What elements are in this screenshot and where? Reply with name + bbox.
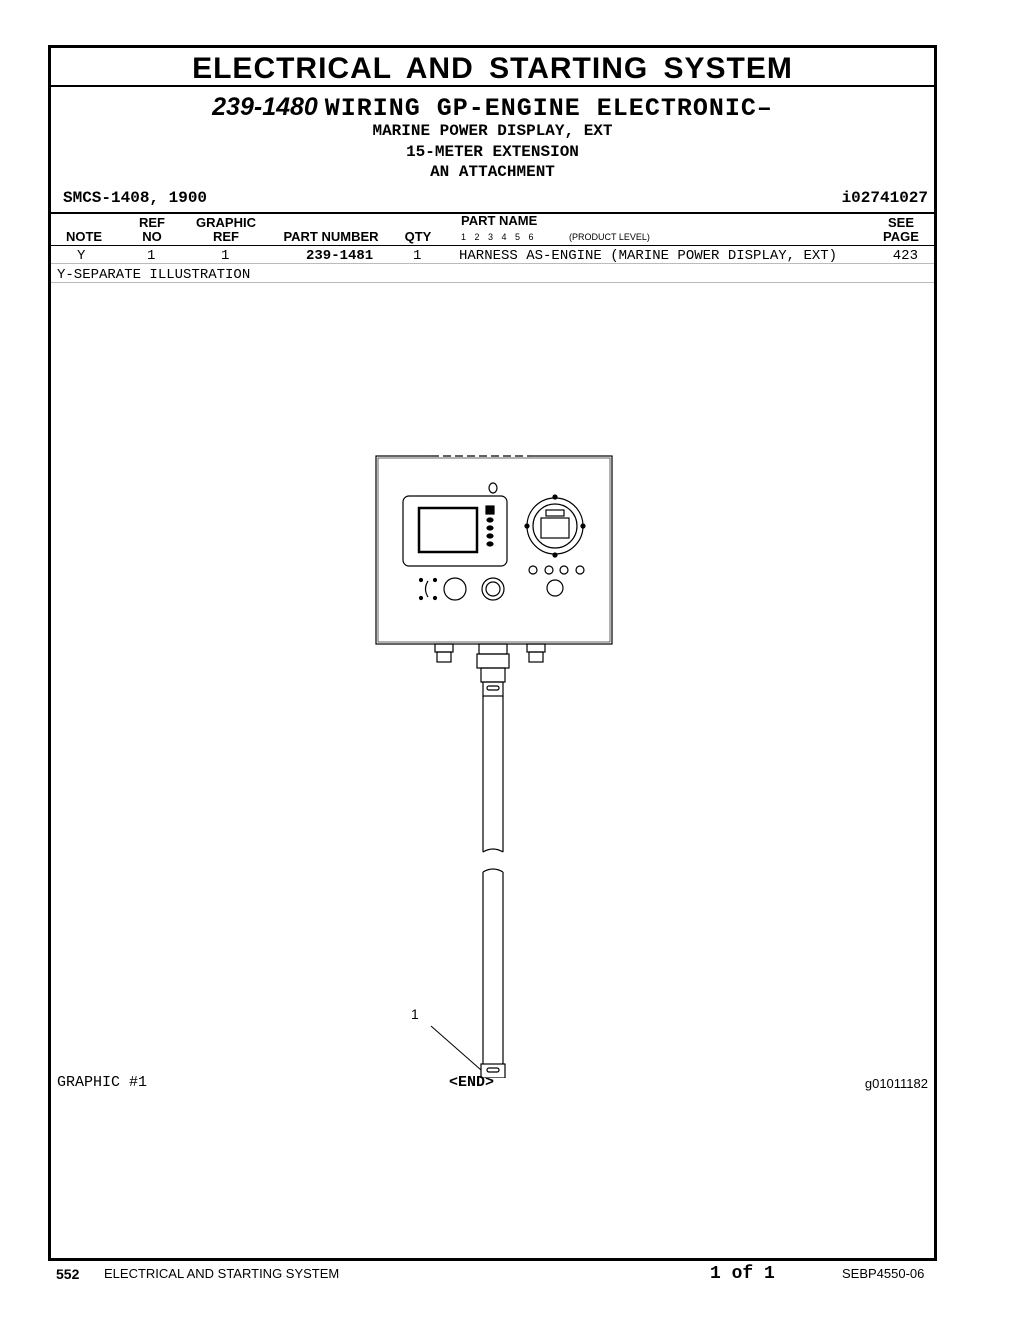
illustration-id: i02741027 — [841, 189, 928, 207]
col-header-qty: QTY — [404, 229, 432, 244]
table-note: Y-SEPARATE ILLUSTRATION — [57, 267, 251, 283]
section-title: ELECTRICAL AND STARTING SYSTEM — [51, 48, 934, 87]
footer-page-number: 552 — [56, 1266, 80, 1282]
row-note: Y — [77, 248, 86, 264]
product-level-label: (PRODUCT LEVEL) — [569, 232, 650, 242]
col-header-see-page-2: PAGE — [883, 229, 919, 244]
end-marker: <END> — [449, 1074, 495, 1091]
row-ref-no: 1 — [147, 248, 156, 264]
graphic-label: GRAPHIC #1 — [57, 1074, 148, 1091]
col-header-see-page-1: SEE — [887, 215, 914, 230]
marine-power-display-illustration — [375, 455, 613, 1078]
smcs-code: SMCS-1408, 1900 — [63, 189, 208, 207]
product-level-numbers: 1 2 3 4 5 6 — [461, 232, 534, 242]
group-subtitle-3: AN ATTACHMENT — [430, 163, 555, 181]
col-header-ref-no-2: NO — [142, 229, 162, 244]
group-title: 239-1480 WIRING GP-ENGINE ELECTRONIC– — [51, 92, 934, 124]
col-header-part-name: PART NAME — [461, 213, 538, 228]
col-header-graphic-ref-2: REF — [213, 229, 239, 244]
col-header-note: NOTE — [65, 229, 103, 244]
group-part-number: 239-1480 — [212, 93, 318, 121]
graphic-id: g01011182 — [864, 1076, 928, 1091]
group-subtitle-1: MARINE POWER DISPLAY, EXT — [372, 122, 613, 140]
row-qty: 1 — [413, 248, 422, 264]
row-rule — [51, 263, 934, 264]
footer-page-of: 1 of 1 — [710, 1264, 775, 1284]
footer-doc-id: SEBP4550-06 — [842, 1266, 925, 1281]
page-frame: ELECTRICAL AND STARTING SYSTEM 239-1480 … — [48, 45, 937, 1261]
row-graphic-ref: 1 — [221, 248, 230, 264]
row-see-page: 423 — [892, 248, 918, 264]
display-panel-icon — [375, 455, 613, 645]
col-header-ref-no-1: REF — [139, 215, 165, 230]
col-header-graphic-ref-1: GRAPHIC — [196, 215, 256, 230]
group-name: WIRING GP-ENGINE ELECTRONIC– — [324, 94, 773, 123]
group-subtitle-2: 15-METER EXTENSION — [406, 143, 579, 161]
col-header-part-number: PART NUMBER — [283, 229, 379, 244]
table-top-rule — [51, 212, 934, 214]
note-rule — [51, 282, 934, 283]
callout-label: 1 — [411, 1006, 419, 1022]
row-part-number: 239-1481 — [306, 248, 374, 264]
footer-section: ELECTRICAL AND STARTING SYSTEM — [104, 1266, 340, 1281]
header-rule — [51, 245, 934, 246]
row-part-name: HARNESS AS-ENGINE (MARINE POWER DISPLAY,… — [459, 248, 838, 264]
